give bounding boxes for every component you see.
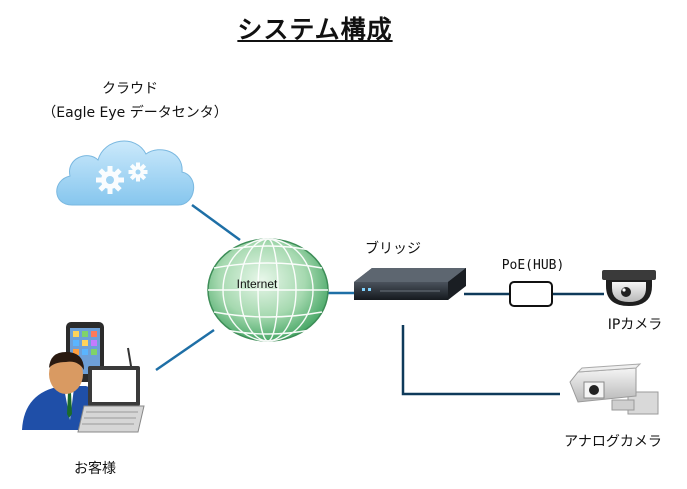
page-title: システム構成 xyxy=(237,15,393,44)
poe-hub-box xyxy=(509,281,553,307)
link-cloud-internet xyxy=(191,203,241,242)
poe-hub-label: PoE(HUB) xyxy=(501,258,565,273)
cloud-label: クラウド xyxy=(102,81,158,97)
customer-label: お客様 xyxy=(74,461,116,477)
link-bridge-analog-camera xyxy=(401,325,560,396)
cloud-gear-icon xyxy=(56,140,195,206)
analog-camera-label: アナログカメラ xyxy=(564,434,662,450)
globe-icon xyxy=(207,238,329,342)
dome-camera-icon xyxy=(602,270,656,306)
bullet-camera-icon xyxy=(569,363,659,415)
cloud-sublabel: （Eagle Eye データセンタ） xyxy=(42,105,228,121)
user-with-laptop-icon xyxy=(22,322,145,433)
link-customer-internet xyxy=(155,328,215,372)
ip-camera-label: IPカメラ xyxy=(607,317,663,333)
network-appliance-icon xyxy=(354,268,466,300)
internet-label: Internet xyxy=(236,277,278,291)
bridge-label: ブリッジ xyxy=(365,241,421,257)
